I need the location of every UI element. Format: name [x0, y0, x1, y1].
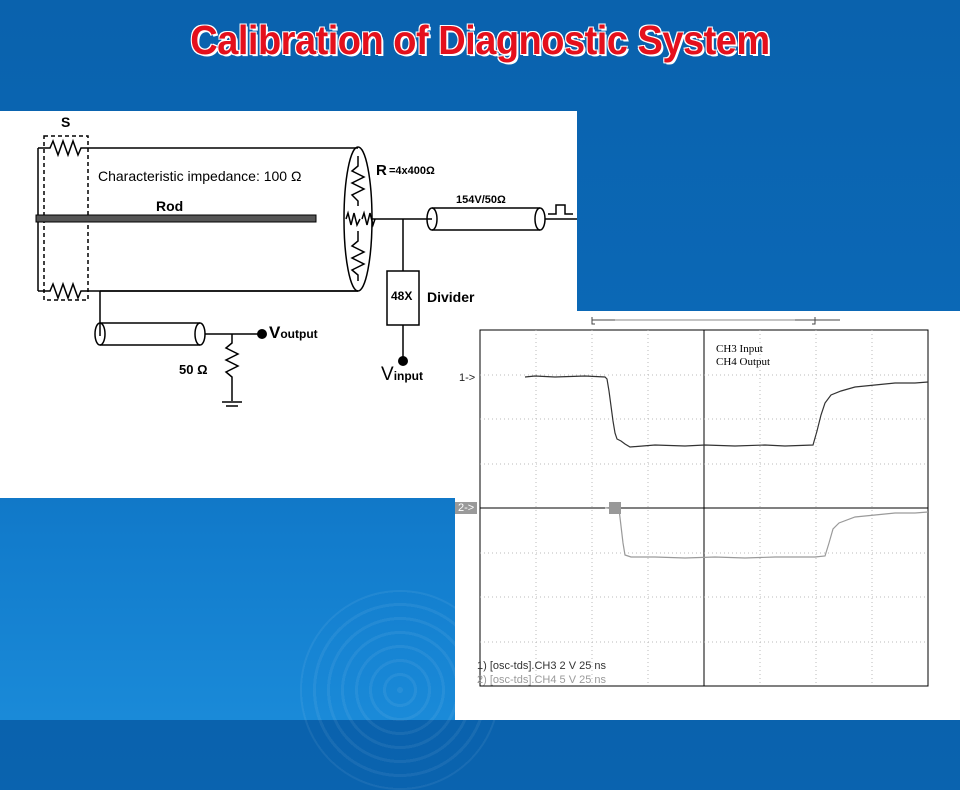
label-v-output: Voutput	[269, 323, 318, 342]
rod-bar	[35, 214, 317, 223]
r-resistor-right	[361, 210, 376, 228]
pulse-symbol	[548, 204, 573, 215]
r-resistor-bottom	[350, 231, 366, 281]
input-cable	[432, 207, 540, 231]
trigger-marker	[609, 502, 621, 514]
load-resistor	[224, 334, 240, 401]
output-cable	[100, 322, 200, 346]
label-impedance: Characteristic impedance: 100 Ω	[98, 168, 302, 184]
ground-symbol	[222, 401, 242, 407]
scope-graticule	[479, 317, 929, 687]
output-cable-end-right	[194, 322, 206, 346]
output-terminal	[257, 329, 267, 339]
legend-ch4: CH4 Output	[716, 356, 771, 368]
label-load: 50 Ω	[179, 362, 208, 377]
channel-2-marker: 2->	[455, 502, 478, 514]
legend-ch3: CH3 Input	[716, 343, 763, 355]
input-cable-end-right	[534, 207, 546, 231]
oscilloscope-screen: CH3 Input CH4 Output 1-> 2-> 1) [osc-tds…	[455, 311, 960, 720]
label-divider-value: 48X	[391, 289, 413, 303]
r-resistor-top	[350, 156, 366, 206]
output-cable-end-left	[94, 322, 106, 346]
channel-1-marker: 1->	[459, 372, 476, 384]
trace-ch4	[604, 506, 929, 559]
footer-ch3: 1) [osc-tds].CH3 2 V 25 ns	[477, 660, 606, 672]
footer-ch4: 2) [osc-tds].CH4 5 V 25 ns	[477, 674, 606, 686]
bottom-resistor-wire	[38, 281, 358, 301]
circuit-drawing	[35, 135, 577, 407]
input-terminal	[398, 356, 408, 366]
label-s: S	[61, 114, 71, 130]
r-resistor-left	[345, 210, 361, 228]
top-resistor-wire	[38, 138, 358, 158]
label-divider: Divider	[427, 289, 475, 305]
label-rod: Rod	[156, 198, 184, 214]
trace-ch3	[524, 375, 929, 448]
label-cable: 154V/50Ω	[456, 194, 506, 206]
label-r-value: =4x400Ω	[389, 165, 435, 177]
input-cable-end-left	[426, 207, 438, 231]
slide-title: Calibration of Diagnostic System	[190, 18, 770, 64]
label-r-prefix: R	[376, 162, 387, 179]
label-v-input: Vinput	[381, 364, 424, 385]
